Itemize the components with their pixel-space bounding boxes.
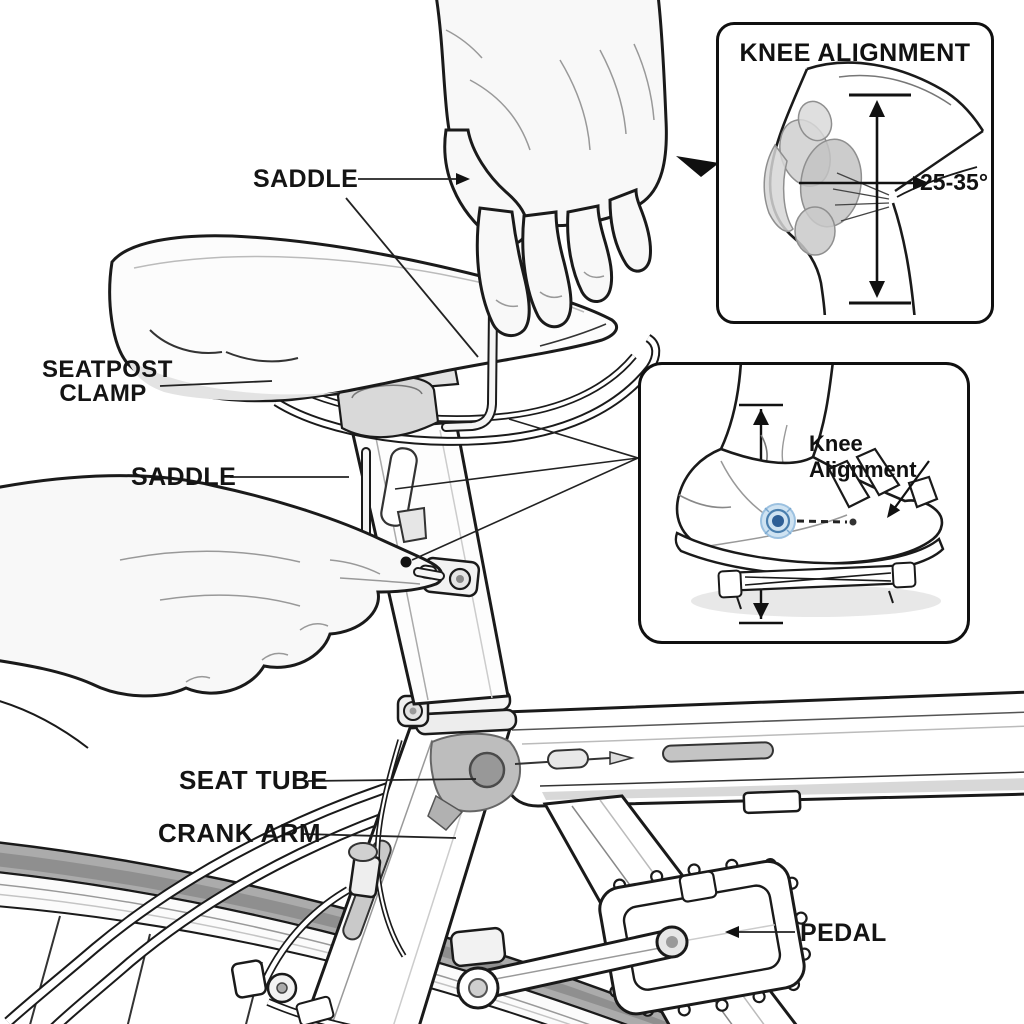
- top-tube-tab: [742, 789, 802, 815]
- left-hand: [0, 474, 444, 698]
- inset-pointer-arrow-icon: [676, 156, 719, 177]
- pedal-arrowhead-icon: [725, 926, 739, 938]
- shoe-diagram: [674, 365, 945, 625]
- hex-key-top: [441, 205, 499, 432]
- label-pedal: PEDAL: [800, 919, 887, 947]
- angle-arrow: [799, 176, 929, 190]
- knee-bone-shading: [763, 100, 863, 256]
- label-saddle-mid: SADDLE: [131, 463, 237, 491]
- cycling-shoe: [674, 447, 945, 577]
- clamp-bolt-dot: [400, 556, 412, 568]
- brake-caliper: [230, 842, 382, 1024]
- label-saddle-top: SADDLE: [253, 165, 359, 193]
- label-crank-arm: CRANK ARM: [158, 818, 321, 848]
- vertical-measure-arrow: [849, 93, 911, 305]
- shoe-cleat-inset: Knee Alignment: [638, 362, 970, 644]
- saddle-arrowhead-icon: [456, 173, 470, 185]
- ground-shadow: [691, 585, 941, 617]
- cleat-target-marker: [760, 503, 857, 539]
- shoe-label-arrow: [887, 460, 930, 518]
- label-seatpost-clamp-line1: SEATPOST: [42, 356, 173, 383]
- hex-key-left-tip: [413, 567, 445, 581]
- knee-diagram: [763, 61, 985, 315]
- label-seat-tube: SEAT TUBE: [179, 765, 329, 795]
- knee-alignment-inset: KNEE ALIGNMENT 25-35°: [716, 22, 994, 324]
- knee-angle-value: 25-35°: [920, 169, 989, 195]
- label-seatpost-clamp-line2: CLAMP: [59, 380, 147, 407]
- crank-arm-illustration: [449, 925, 689, 1010]
- right-hand: [435, 0, 668, 338]
- pedal-cage: [717, 561, 917, 610]
- shoe-inset-label: Knee Alignment: [809, 431, 917, 482]
- knee-inset-title: KNEE ALIGNMENT: [739, 39, 971, 67]
- frame-top-tube: [503, 690, 1024, 815]
- frame-junction: [427, 732, 635, 832]
- junction-bolt: [468, 751, 506, 789]
- callout-lines: [159, 178, 795, 933]
